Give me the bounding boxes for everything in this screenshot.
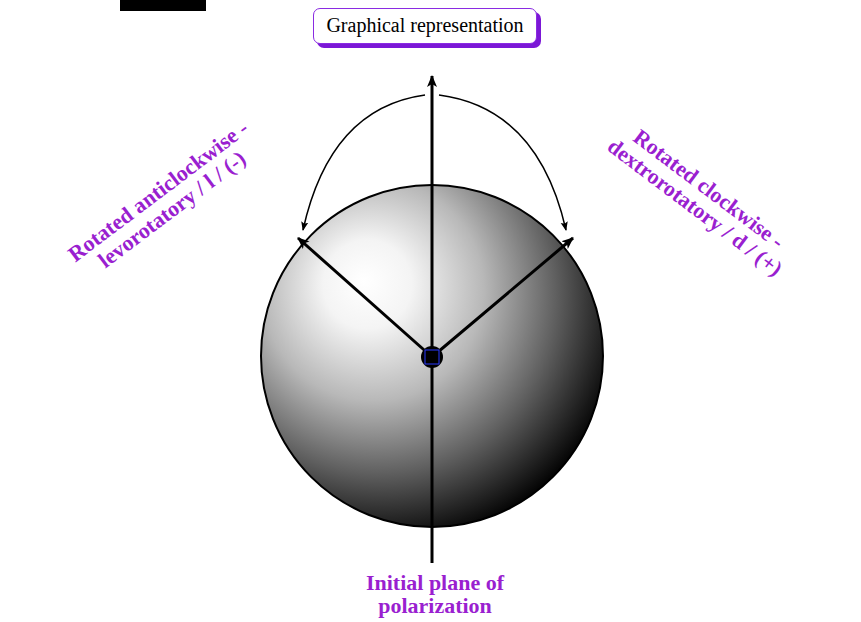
title-box: Graphical representation: [313, 8, 536, 44]
centre-marker: [425, 350, 439, 364]
levorotation-arrow: [298, 238, 432, 357]
centre-dot: [421, 346, 443, 368]
dextrorotation-arrow: [432, 238, 573, 357]
clockwise-arc: [439, 95, 566, 230]
anticlockwise-arc: [303, 95, 425, 230]
rotation-label: Rotated clockwise - dextrorotatory / d /…: [597, 111, 807, 285]
initial-plane-arrow: [431, 76, 434, 563]
rotation-label: Rotated anticlockwise - levorotatory / l…: [55, 109, 274, 290]
axis-label: Initial plane of polarization: [335, 571, 535, 617]
heading-bar: [120, 0, 206, 11]
title-text: Graphical representation: [326, 14, 523, 37]
